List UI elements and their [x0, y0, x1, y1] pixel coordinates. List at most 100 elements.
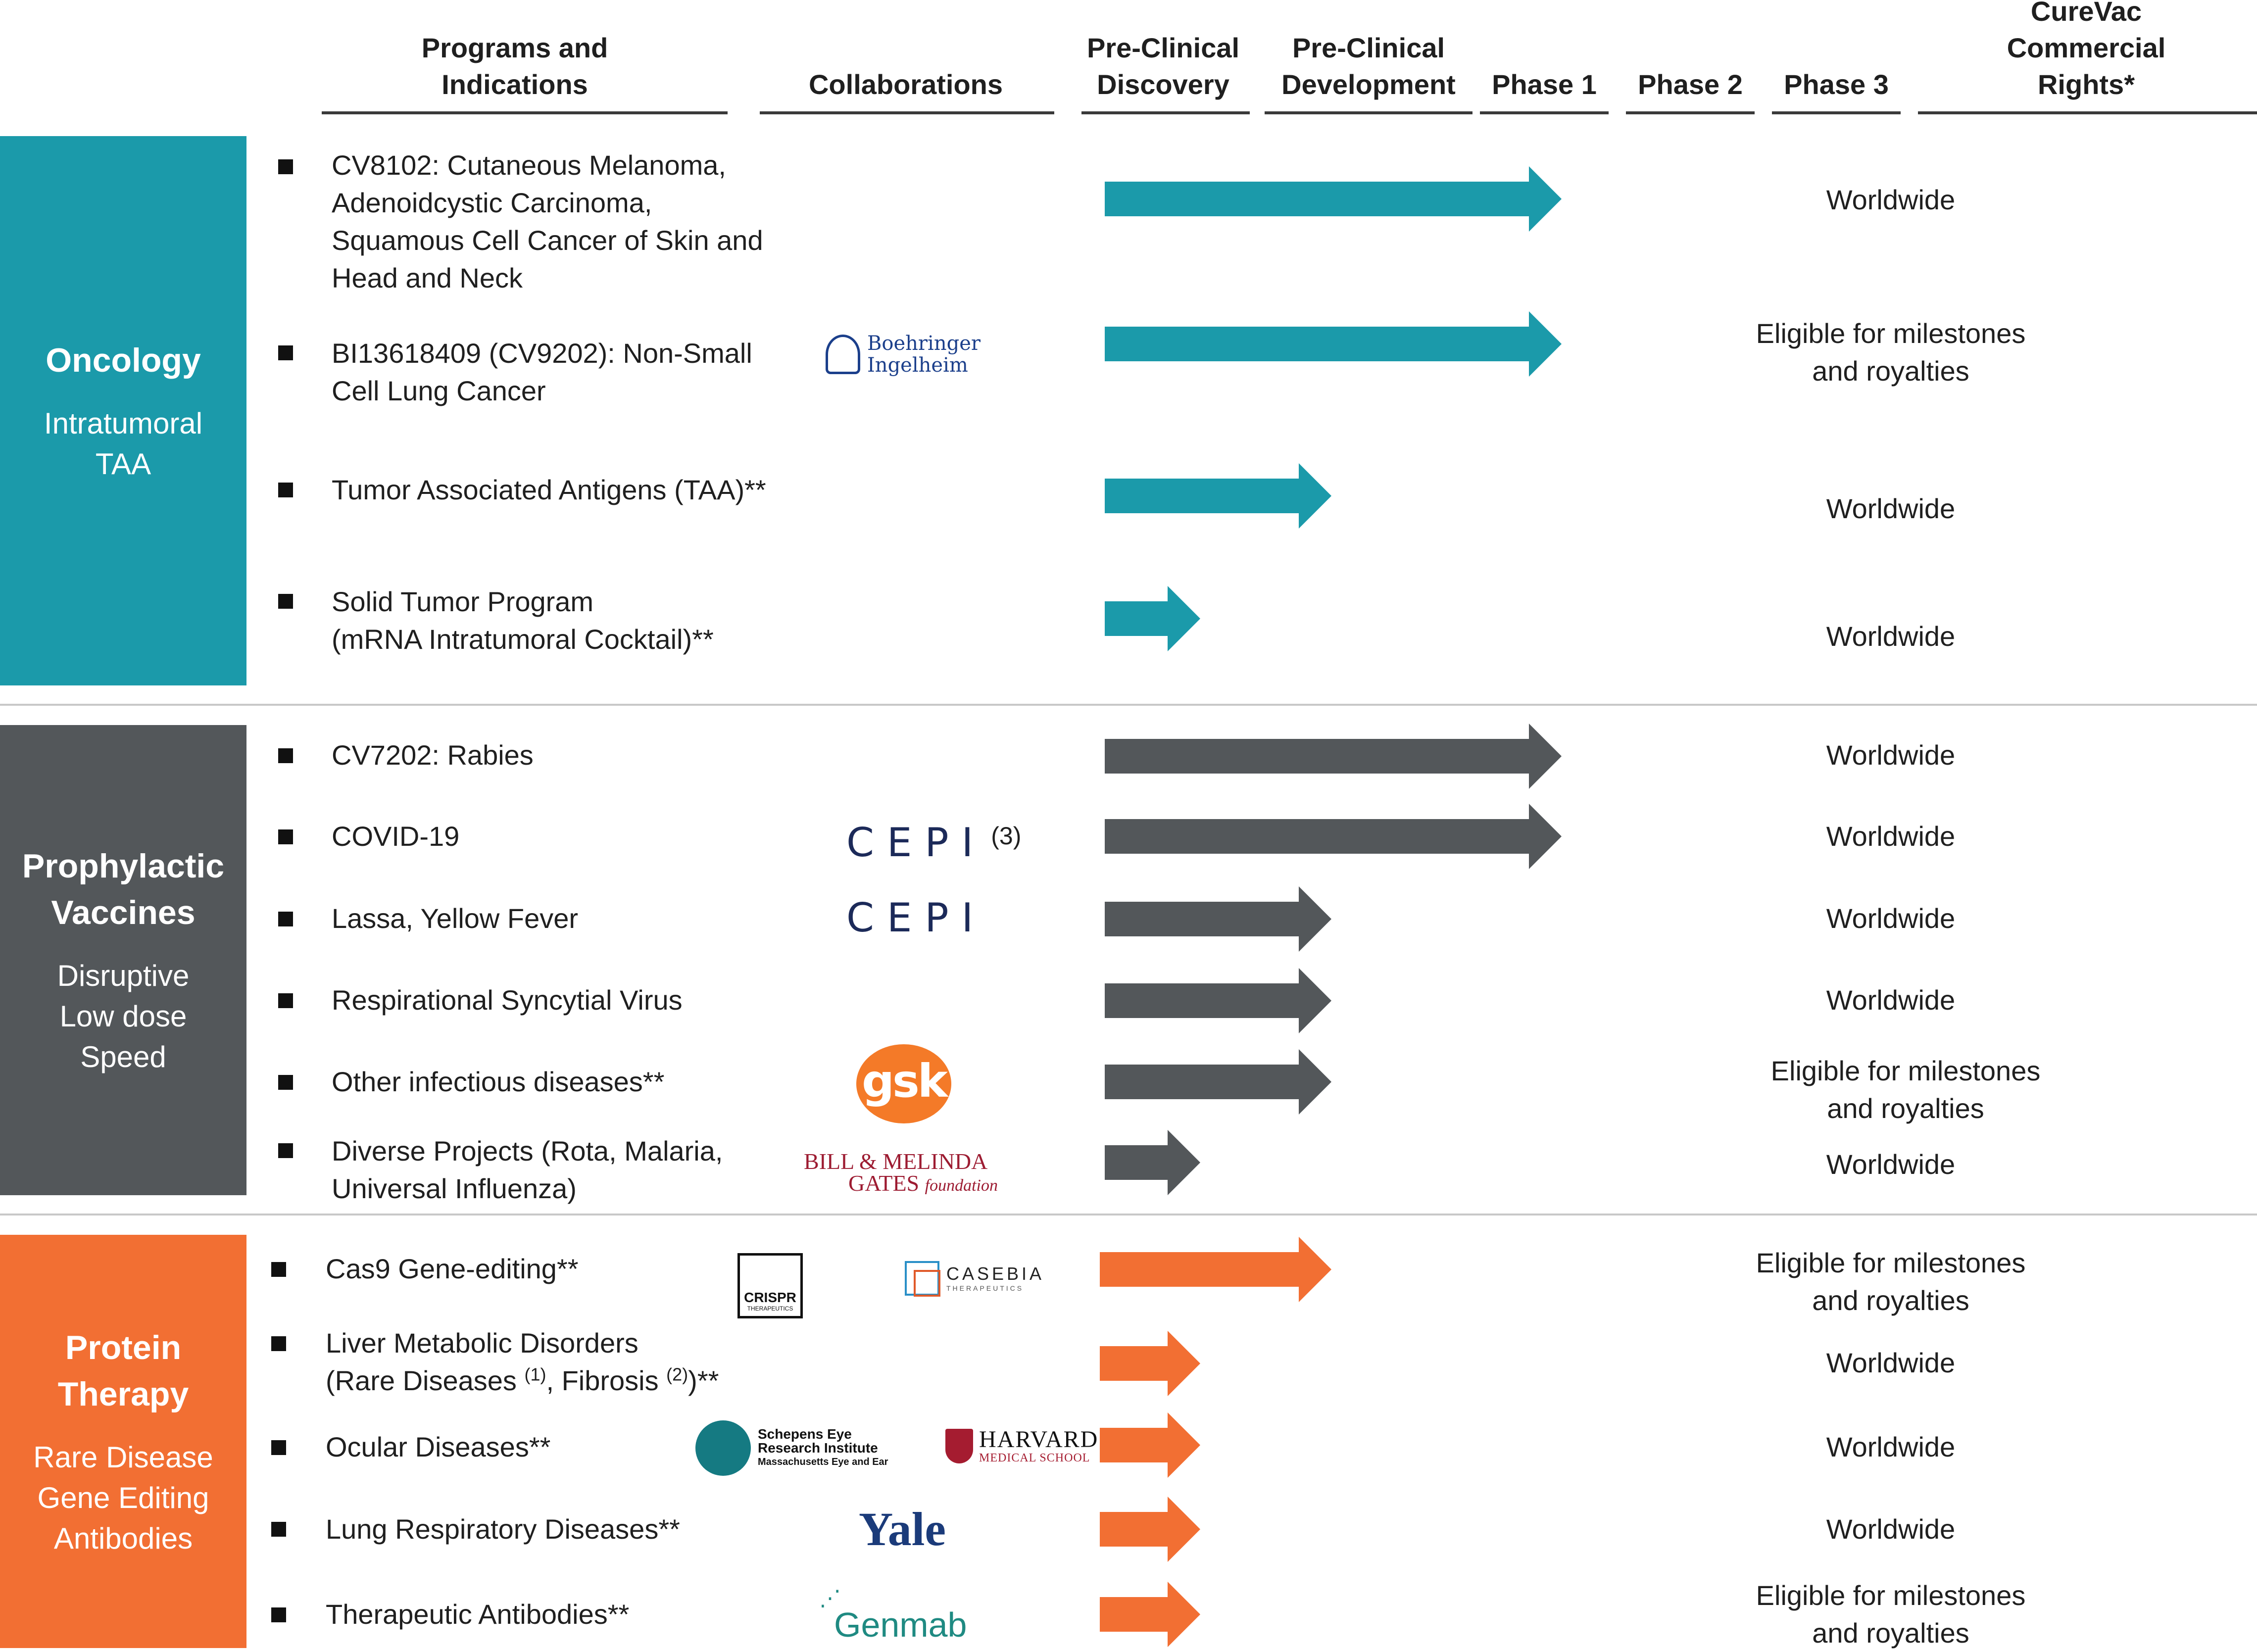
bullet-icon — [278, 1075, 293, 1090]
cepi-logo: CEPI(3) — [846, 814, 1021, 865]
program-other-infectious: Other infectious diseases** — [332, 1066, 665, 1097]
program-cv8102: CV8102: Cutaneous Melanoma, Adenoidcysti… — [332, 149, 763, 293]
rights-liver: Worldwide — [1826, 1347, 1956, 1378]
schepens-line2: Research Institute — [758, 1440, 878, 1456]
program-liver-text: Liver Metabolic Disorders (Rare Diseases — [326, 1327, 638, 1396]
rights-other-infectious: Eligible for milestones and royalties — [1770, 1055, 2041, 1124]
header-underline — [1918, 111, 2257, 114]
header-preclinical-discovery: Pre-Clinical Discovery — [1086, 32, 1240, 100]
gsk-logo: gsk — [856, 1044, 951, 1123]
bullet-icon — [278, 748, 293, 763]
yale-logo: Yale — [859, 1503, 946, 1555]
stage-arrow — [1105, 311, 1562, 377]
casebia-text: CASEBIA — [946, 1263, 1045, 1284]
header-underline — [322, 111, 728, 114]
program-lung: Lung Respiratory Diseases** — [326, 1513, 680, 1545]
header-phase1: Phase 1 — [1492, 69, 1597, 100]
header-collaborations: Collaborations — [808, 69, 1003, 100]
genmab-text: Genmab — [834, 1605, 967, 1644]
header-underline — [1265, 111, 1472, 114]
harvard-shield-icon — [945, 1429, 973, 1463]
casebia-mark-icon — [905, 1261, 940, 1297]
harvard-text: HARVARD — [979, 1426, 1099, 1453]
section-divider — [0, 1214, 2257, 1215]
bullet-icon — [278, 993, 293, 1008]
rights-ocular: Worldwide — [1826, 1431, 1956, 1462]
bullet-icon — [278, 829, 293, 844]
bullet-icon — [278, 483, 293, 497]
stage-arrow — [1105, 586, 1200, 651]
rights-taa: Worldwide — [1826, 493, 1956, 524]
header-underline — [1480, 111, 1609, 114]
bullet-icon — [278, 912, 293, 926]
program-ocular: Ocular Diseases** — [326, 1431, 551, 1462]
bullet-icon — [271, 1336, 286, 1351]
boehringer-logo: Boehringer Ingelheim — [826, 333, 981, 376]
program-lassa: Lassa, Yellow Fever — [332, 903, 579, 934]
program-rsv: Respirational Syncytial Virus — [332, 984, 683, 1016]
category-subtitle: Intratumoral TAA — [44, 407, 203, 481]
gates-foundation-logo: BILL & MELINDA GATES foundation — [804, 1149, 998, 1197]
stage-arrow — [1100, 1582, 1200, 1647]
program-covid19: COVID-19 — [332, 821, 460, 852]
program-diverse-projects: Diverse Projects (Rota, Malaria, Univers… — [332, 1135, 723, 1204]
rights-cv8102: Worldwide — [1826, 184, 1956, 215]
category-prophylactic-vaccines: Prophylactic Vaccines Disruptive Low dos… — [0, 725, 246, 1195]
bullet-icon — [278, 345, 293, 360]
header-underline — [1081, 111, 1250, 114]
rights-cas9: Eligible for milestones and royalties — [1756, 1247, 2026, 1316]
program-liver-text: )** — [688, 1365, 719, 1396]
cepi-footnote: (3) — [991, 822, 1022, 850]
harvard-subtext: MEDICAL SCHOOL — [979, 1452, 1090, 1464]
footnote-2: (2) — [666, 1364, 688, 1385]
cepi-logo: CEPI — [846, 896, 986, 940]
rights-diverse-projects: Worldwide — [1826, 1149, 1956, 1180]
gates-line1: BILL & MELINDA — [804, 1149, 988, 1174]
boehringer-text: Boehringer Ingelheim — [867, 332, 981, 377]
program-taa: Tumor Associated Antigens (TAA)** — [332, 474, 766, 505]
program-liver-text: , Fibrosis — [546, 1365, 667, 1396]
rights-lung: Worldwide — [1826, 1513, 1956, 1545]
rights-lassa: Worldwide — [1826, 903, 1956, 934]
schepens-mark-icon — [695, 1420, 751, 1476]
bullet-icon — [271, 1607, 286, 1622]
program-bi13618409: BI13618409 (CV9202): Non-Small Cell Lung… — [332, 338, 752, 406]
rights-cv7202: Worldwide — [1826, 739, 1956, 771]
stage-arrow — [1105, 1130, 1200, 1195]
stage-arrow — [1105, 968, 1331, 1033]
header-underline — [760, 111, 1054, 114]
header-phase2: Phase 2 — [1638, 69, 1743, 100]
category-subtitle: Disruptive Low dose Speed — [57, 959, 190, 1073]
stage-arrow — [1105, 1049, 1331, 1115]
stage-arrow — [1105, 804, 1562, 869]
gates-line2: GATES foundation — [804, 1172, 998, 1197]
program-antibodies: Therapeutic Antibodies** — [326, 1599, 630, 1630]
stage-arrow — [1105, 166, 1562, 232]
boehringer-mark-icon — [826, 335, 860, 374]
category-title: Prophylactic Vaccines — [22, 847, 225, 931]
gates-foundation-text: foundation — [925, 1176, 998, 1195]
cepi-text: CEPI — [846, 820, 986, 866]
header-rights: CureVac Commercial Rights* — [2007, 0, 2166, 100]
program-cas9: Cas9 Gene-editing** — [326, 1253, 579, 1284]
schepens-line3: Massachusetts Eye and Ear — [758, 1457, 888, 1467]
schepens-line1: Schepens Eye — [758, 1426, 852, 1442]
rights-antibodies: Eligible for milestones and royalties — [1756, 1580, 2026, 1649]
bullet-icon — [278, 594, 293, 609]
crispr-text: CRISPR — [744, 1290, 796, 1305]
rights-rsv: Worldwide — [1826, 984, 1956, 1016]
header-programs: Programs and Indications — [421, 32, 608, 100]
stage-arrow — [1100, 1237, 1331, 1302]
casebia-subtext: THERAPEUTICS — [946, 1284, 1024, 1292]
stage-arrow — [1105, 463, 1331, 529]
program-cv7202: CV7202: Rabies — [332, 739, 534, 771]
gates-text: GATES — [848, 1170, 920, 1196]
genmab-logo: ⋰Genmab — [819, 1588, 967, 1644]
stage-arrow — [1100, 1497, 1200, 1562]
header-preclinical-development: Pre-Clinical Development — [1281, 32, 1456, 100]
